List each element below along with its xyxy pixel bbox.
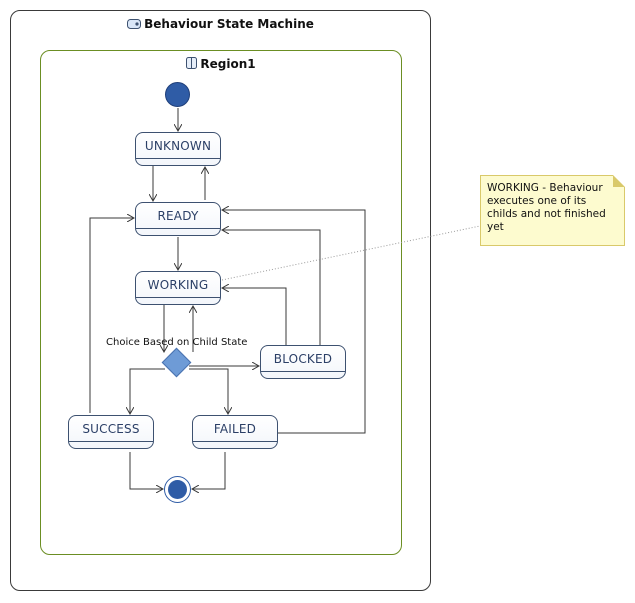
state-success-label: SUCCESS	[82, 422, 140, 436]
choice-label: Choice Based on Child State	[106, 337, 248, 348]
edge-choice-failed	[189, 368, 228, 414]
edge-blocked-working	[222, 288, 287, 345]
note-text: WORKING - Behaviour executes one of its …	[487, 182, 606, 233]
state-success[interactable]: SUCCESS	[68, 415, 154, 449]
region-title: Region1	[41, 57, 401, 72]
state-ready-label: READY	[157, 209, 199, 223]
state-failed-label: FAILED	[213, 422, 257, 436]
edge-success-ready	[89, 218, 134, 413]
state-working-label: WORKING	[147, 278, 209, 292]
state-unknown[interactable]: UNKNOWN	[135, 132, 221, 166]
edge-choice-success	[130, 368, 165, 414]
state-machine-title-text: Behaviour State Machine	[144, 17, 314, 31]
region-frame: Region1	[40, 50, 402, 555]
state-machine-title: Behaviour State Machine	[11, 17, 430, 32]
state-failed[interactable]: FAILED	[192, 415, 278, 449]
edge-blocked-ready	[222, 230, 321, 345]
note-fold-corner	[613, 175, 625, 187]
edge-failed-ready	[222, 210, 366, 434]
state-failed-divider	[193, 441, 277, 442]
edge-failed-final	[192, 452, 226, 489]
state-blocked-label: BLOCKED	[273, 352, 333, 366]
state-ready[interactable]: READY	[135, 202, 221, 236]
initial-pseudostate[interactable]	[165, 82, 190, 107]
final-state-core	[168, 480, 187, 499]
region-icon	[186, 57, 198, 72]
final-state[interactable]	[164, 476, 191, 503]
state-machine-icon	[127, 18, 142, 32]
state-unknown-label: UNKNOWN	[144, 139, 212, 153]
state-working[interactable]: WORKING	[135, 271, 221, 305]
state-success-divider	[69, 441, 153, 442]
region-title-text: Region1	[200, 57, 256, 71]
state-blocked-divider	[261, 371, 345, 372]
note-working[interactable]: WORKING - Behaviour executes one of its …	[480, 175, 625, 246]
state-working-divider	[136, 297, 220, 298]
state-unknown-divider	[136, 158, 220, 159]
state-ready-divider	[136, 228, 220, 229]
state-blocked[interactable]: BLOCKED	[260, 345, 346, 379]
edge-success-final	[129, 452, 163, 489]
note-connector	[221, 225, 481, 281]
